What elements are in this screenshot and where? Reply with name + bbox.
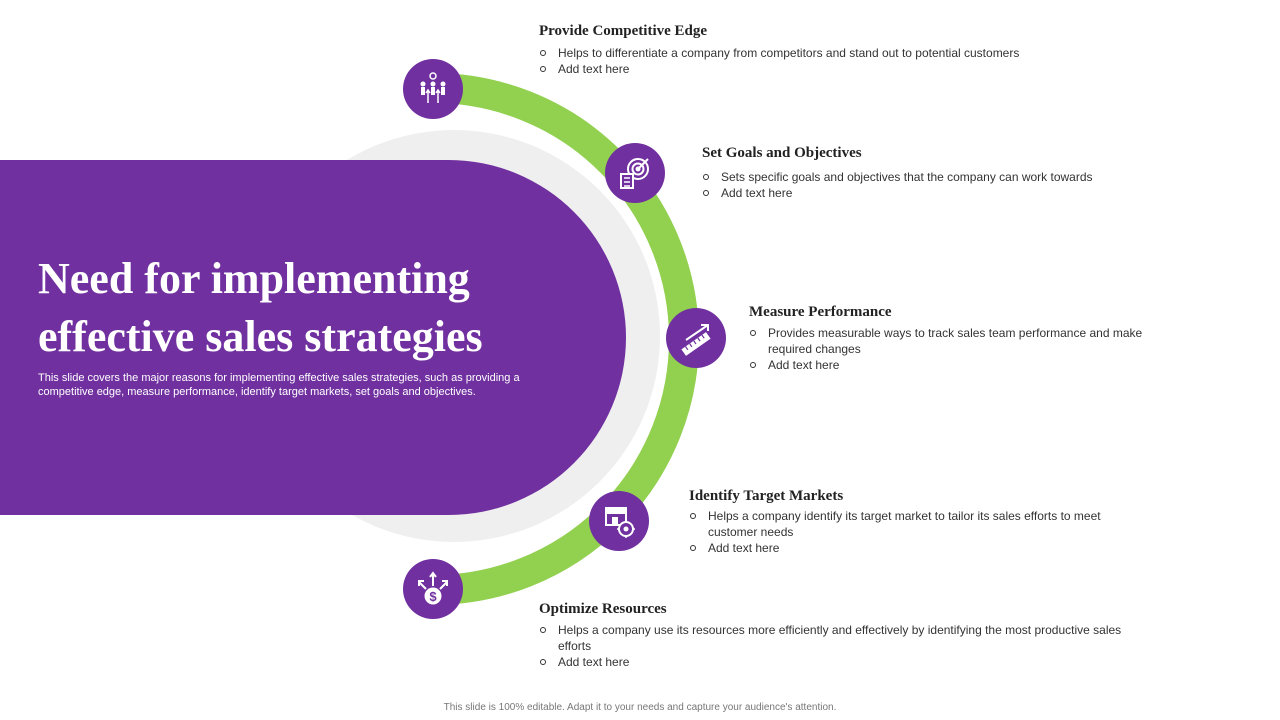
item-set-goals-and-objectives: Set Goals and Objectives Sets specific g… bbox=[702, 144, 1162, 201]
item-provide-competitive-edge: Provide Competitive Edge Helps to differ… bbox=[539, 22, 1099, 77]
item-measure-performance: Measure Performance Provides measurable … bbox=[749, 303, 1189, 373]
slide-title: Need for implementing effective sales st… bbox=[38, 254, 483, 361]
store-target-icon bbox=[589, 491, 649, 551]
item-optimize-resources: Optimize Resources Helps a company use i… bbox=[539, 600, 1151, 670]
people-growth-icon bbox=[403, 59, 463, 119]
ruler-arrow-icon bbox=[666, 308, 726, 368]
svg-text:$: $ bbox=[429, 589, 437, 604]
bullet-text: Add text here bbox=[689, 540, 1119, 556]
bullet-text: Helps a company use its resources more e… bbox=[539, 622, 1151, 654]
bullet-text: Helps to differentiate a company from co… bbox=[539, 45, 1099, 61]
item-heading: Identify Target Markets bbox=[689, 488, 844, 504]
bullet-text: Add text here bbox=[539, 61, 1099, 77]
money-arrows-icon: $ bbox=[403, 559, 463, 619]
footer-note: This slide is 100% editable. Adapt it to… bbox=[443, 702, 837, 713]
slide-subtitle: This slide covers the major reasons for … bbox=[38, 372, 520, 398]
title-panel bbox=[0, 160, 626, 515]
item-heading: Optimize Resources bbox=[539, 601, 667, 617]
bullet-text: Add text here bbox=[539, 654, 1151, 670]
bullet-text: Add text here bbox=[749, 357, 1189, 373]
bullet-text: Provides measurable ways to track sales … bbox=[749, 325, 1189, 357]
item-heading: Measure Performance bbox=[749, 304, 892, 320]
bullet-text: Sets specific goals and objectives that … bbox=[702, 169, 1162, 185]
bullet-text: Helps a company identify its target mark… bbox=[689, 508, 1119, 540]
item-heading: Set Goals and Objectives bbox=[702, 145, 862, 161]
item-identify-target-markets: Identify Target Markets Helps a company … bbox=[689, 487, 1119, 556]
bullet-text: Add text here bbox=[702, 185, 1162, 201]
item-heading: Provide Competitive Edge bbox=[539, 23, 708, 39]
target-checklist-icon bbox=[605, 143, 665, 203]
